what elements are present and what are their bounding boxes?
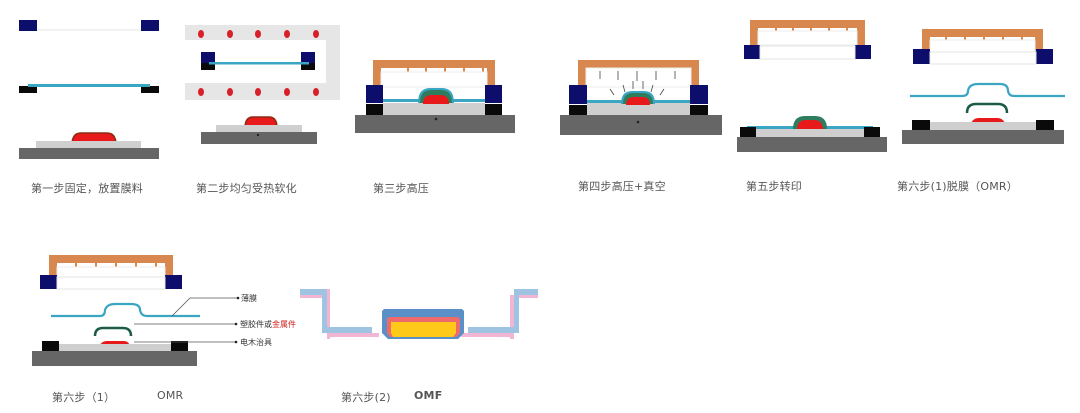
heater-elements-bottom — [198, 88, 319, 96]
annotation-leaders — [134, 297, 237, 343]
vacuum-lines — [599, 71, 676, 96]
step2-diagram — [185, 25, 340, 144]
step2-caption: 第二步均匀受热软化 — [196, 182, 297, 195]
base-plate — [19, 148, 159, 159]
omr-diagram — [32, 255, 240, 366]
released-film — [910, 82, 1065, 98]
omf-caption-type: OMF — [414, 389, 442, 402]
omf-film-left — [300, 289, 379, 339]
omf-diagram — [300, 289, 538, 339]
annotation-film: 薄膜 — [241, 294, 257, 303]
annotation-part-prefix: 塑胶件或 — [240, 320, 272, 329]
step4-caption: 第四步高压+真空 — [578, 180, 666, 193]
heater-elements-top — [198, 30, 319, 38]
step4-diagram — [560, 60, 722, 135]
step1-diagram — [19, 20, 159, 159]
lower-clamp-right — [141, 86, 159, 93]
omr-caption-type: OMR — [157, 389, 184, 402]
omf-film-right — [461, 289, 538, 339]
step3-diagram — [355, 60, 515, 133]
step5-diagram — [737, 20, 887, 152]
fixture-plate — [36, 141, 141, 148]
omf-caption-type-label: OMF — [414, 389, 443, 402]
annotation-part-metal: 金属件 — [272, 320, 296, 329]
step6a-diagram — [902, 29, 1065, 144]
coated-part-shell — [965, 102, 1009, 114]
step1-caption: 第一步固定，放置膜料 — [31, 182, 143, 195]
step3-caption: 第三步高压 — [373, 182, 429, 195]
lower-clamp-left — [19, 86, 37, 93]
upper-clamp-left — [19, 20, 37, 31]
annotation-fixture: 电木治具 — [240, 338, 272, 347]
film-sheet — [209, 62, 309, 65]
film-sheet — [28, 84, 150, 87]
omf-caption-step: 第六步(2) — [341, 391, 391, 404]
step5-caption: 第五步转印 — [746, 180, 802, 193]
omf-part-core — [391, 322, 456, 337]
upper-clamp-right — [141, 20, 159, 31]
step6a-caption: 第六步(1)脱膜（OMR） — [897, 180, 1018, 193]
annotation-part: 塑胶件或金属件 — [240, 319, 296, 330]
pressure-chamber — [373, 60, 495, 87]
omr-caption-step: 第六步（1） — [52, 391, 116, 404]
